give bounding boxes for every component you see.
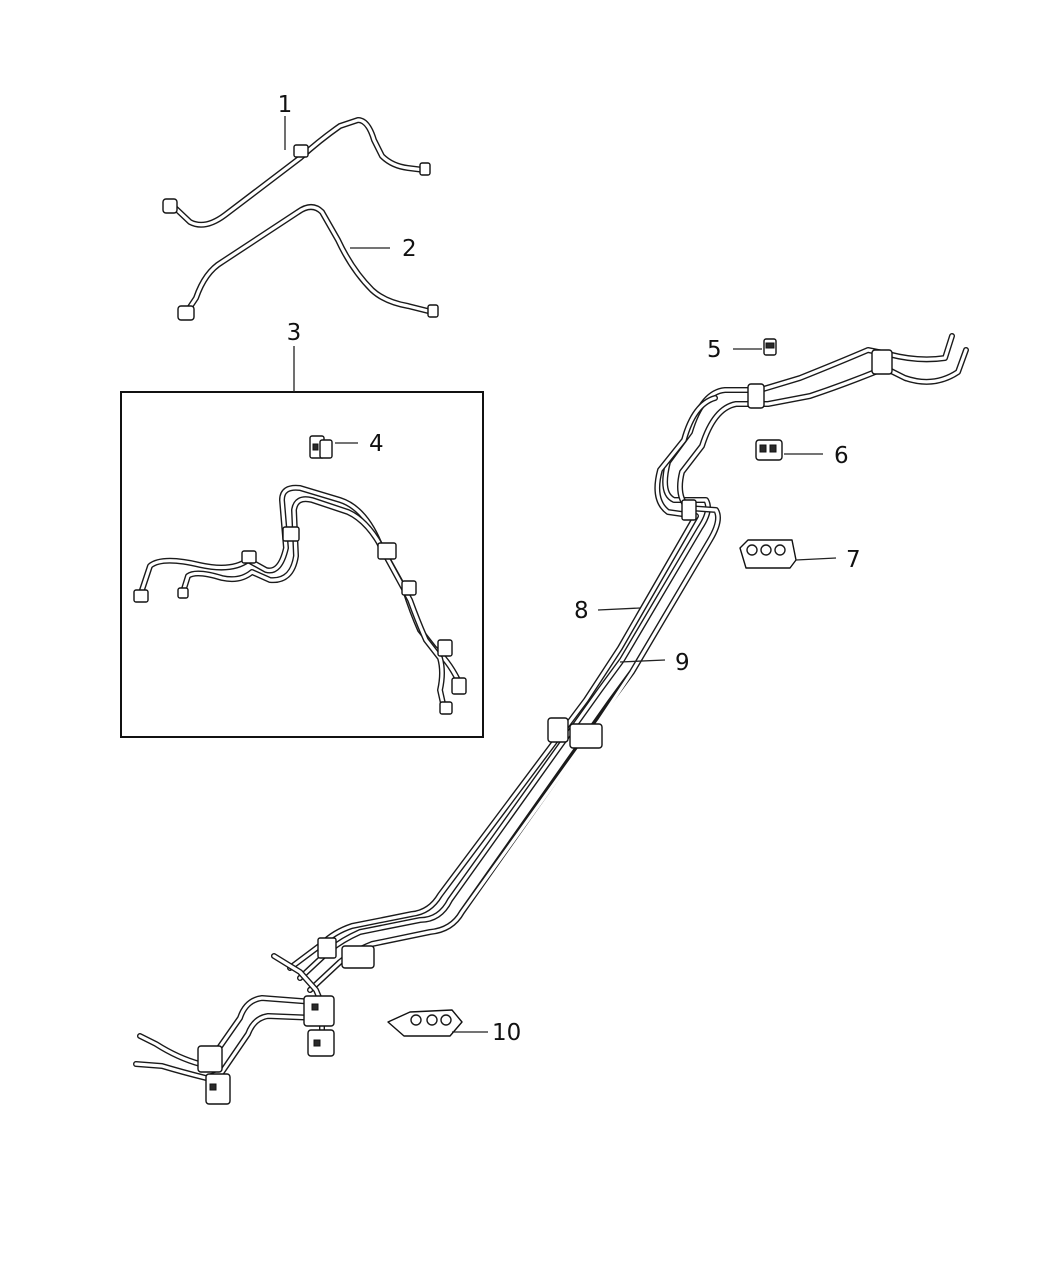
- callout-7: 7: [846, 547, 861, 573]
- callout-2: 2: [402, 236, 417, 262]
- callout-4: 4: [369, 431, 384, 457]
- part-3-kit-frame: [120, 346, 484, 738]
- callout-3: 3: [287, 320, 302, 346]
- part-10-bracket: [387, 1009, 488, 1037]
- part-2-fuel-tube: [177, 204, 439, 321]
- part-5-clip: [733, 338, 777, 356]
- callout-1: 1: [278, 92, 293, 118]
- callout-6: 6: [834, 443, 849, 469]
- callout-8: 8: [574, 598, 589, 624]
- part-8-9-main-fuel-lines: [287, 333, 969, 993]
- part-1-fuel-tube: [162, 117, 431, 228]
- callout-9: 9: [675, 650, 690, 676]
- leader-8: [597, 607, 641, 611]
- part-4-clip: [309, 435, 358, 459]
- part-6-clip: [755, 439, 823, 461]
- callout-5: 5: [707, 337, 722, 363]
- part-7-clip: [739, 539, 837, 569]
- rear-fuel-line-assembly: [133, 953, 335, 1105]
- callout-10: 10: [492, 1020, 521, 1046]
- leader-9: [619, 659, 666, 663]
- part-3-fuel-line-bundle: [133, 484, 467, 715]
